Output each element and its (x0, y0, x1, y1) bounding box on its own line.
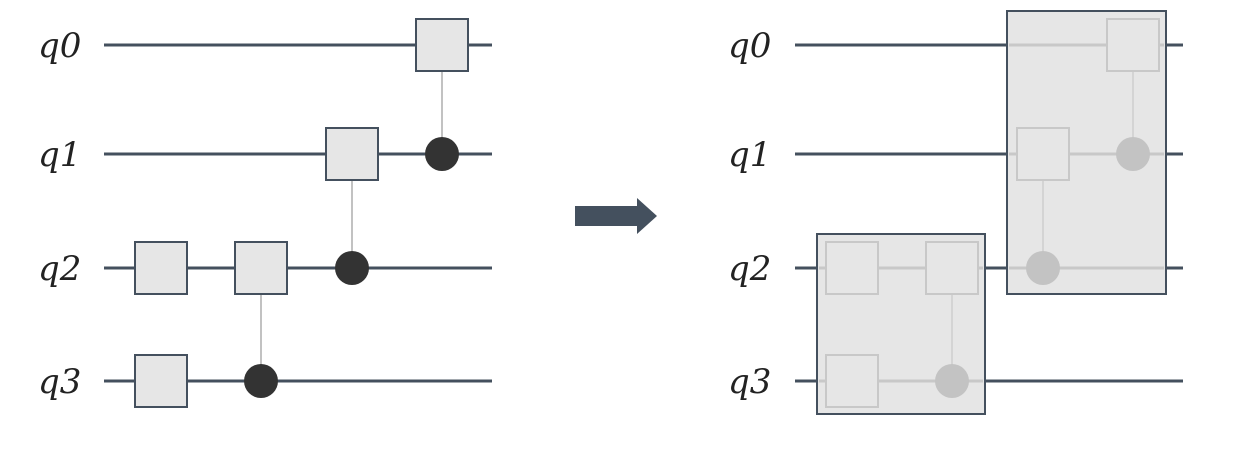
left-qubit-label-3: q3 (38, 362, 81, 402)
left-gate-0 (134, 241, 188, 295)
right-qubit-label-3: q3 (728, 362, 771, 402)
left-qubit-label-1: q1 (38, 135, 81, 175)
left-qubit-label-0: q0 (38, 26, 81, 66)
left-gate-2-target (234, 241, 288, 295)
right-gate-0 (825, 241, 879, 295)
left-gate-4-control-dot (425, 137, 459, 171)
right-qubit-label-0: q0 (728, 26, 771, 66)
right-gate-4-target (1106, 18, 1160, 72)
right-gate-4-control-dot (1116, 137, 1150, 171)
left-gate-4-target (415, 18, 469, 72)
left-gate-3-control-dot (335, 251, 369, 285)
right-gate-1 (825, 354, 879, 408)
left-gate-3-target (325, 127, 379, 181)
right-qubit-label-1: q1 (728, 135, 771, 175)
left-circuit: q0 q1 q2 q3 (38, 18, 492, 408)
right-gate-2-target (925, 241, 979, 295)
right-gate-3-control-dot (1026, 251, 1060, 285)
arrow-right-icon (575, 198, 657, 234)
left-qubit-label-2: q2 (38, 249, 81, 289)
right-qubit-label-2: q2 (728, 249, 771, 289)
right-gate-3-target (1016, 127, 1070, 181)
transform-arrow (575, 198, 657, 234)
right-gate-2-control-dot (935, 364, 969, 398)
left-gate-2-control-dot (244, 364, 278, 398)
left-gate-1 (134, 354, 188, 408)
right-circuit: q0 q1 q2 q3 (728, 10, 1183, 415)
